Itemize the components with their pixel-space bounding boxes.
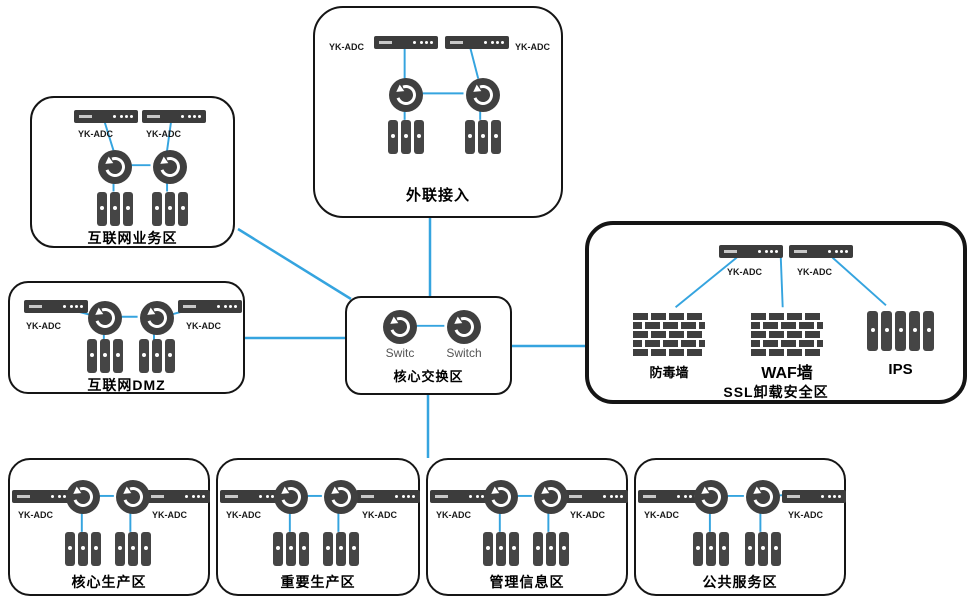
server-group-icon xyxy=(693,532,729,566)
adc-device-label: YK-ADC xyxy=(226,510,261,520)
adc-device-label: YK-ADC xyxy=(797,267,832,277)
switch-icon xyxy=(447,310,481,344)
zone-public-service: YK-ADC YK-ADC 公共服务区 xyxy=(634,458,846,596)
waf-wall-icon xyxy=(751,313,823,356)
server-group-icon xyxy=(273,532,309,566)
load-balancer-icon xyxy=(153,150,187,184)
zone-management-info: YK-ADC YK-ADC 管理信息区 xyxy=(426,458,628,596)
adc-appliance-icon xyxy=(782,490,846,503)
load-balancer-icon xyxy=(534,480,568,514)
antivirus-wall-label: 防毒墙 xyxy=(649,365,689,380)
adc-device-label: YK-ADC xyxy=(727,267,762,277)
zone-ssl-offload: YK-ADC YK-ADC 防毒墙 WAF墙 IPS SSL卸载安全区 xyxy=(585,221,967,404)
adc-device-label: YK-ADC xyxy=(515,42,550,52)
adc-appliance-icon xyxy=(719,245,783,258)
zone-external-access: YK-ADC YK-ADC 外联接入 xyxy=(313,6,563,218)
load-balancer-icon xyxy=(66,480,100,514)
load-balancer-icon xyxy=(116,480,150,514)
switch-icon xyxy=(383,310,417,344)
server-group-icon xyxy=(745,532,781,566)
load-balancer-icon xyxy=(466,78,500,112)
adc-appliance-icon xyxy=(638,490,702,503)
zone-label: 公共服务区 xyxy=(702,574,778,590)
ips-label: IPS xyxy=(888,361,913,378)
adc-device-label: YK-ADC xyxy=(570,510,605,520)
load-balancer-icon xyxy=(88,301,122,335)
load-balancer-icon xyxy=(389,78,423,112)
zone-internet-business: YK-ADC YK-ADC 互联网业务区 xyxy=(30,96,235,248)
zone-label: 核心生产区 xyxy=(71,574,147,590)
server-group-icon xyxy=(115,532,151,566)
load-balancer-icon xyxy=(694,480,728,514)
server-group-icon xyxy=(87,339,123,373)
server-group-icon xyxy=(65,532,101,566)
antivirus-wall-icon xyxy=(633,313,705,356)
server-group-icon xyxy=(465,120,501,154)
zone-core-production: YK-ADC YK-ADC 核心生产区 xyxy=(8,458,210,596)
adc-device-label: YK-ADC xyxy=(26,321,61,331)
adc-device-label: YK-ADC xyxy=(78,129,113,139)
zone-internet-dmz: YK-ADC YK-ADC 互联网DMZ xyxy=(8,281,245,394)
switch-label: Switch xyxy=(446,346,482,360)
adc-appliance-icon xyxy=(445,36,509,49)
load-balancer-icon xyxy=(324,480,358,514)
server-group-icon xyxy=(483,532,519,566)
zone-label: 互联网DMZ xyxy=(87,377,166,393)
adc-appliance-icon xyxy=(178,300,242,313)
zone-core-switch: Switc Switch 核心交换区 xyxy=(345,296,512,395)
server-group-icon xyxy=(388,120,424,154)
load-balancer-icon xyxy=(274,480,308,514)
adc-appliance-icon xyxy=(146,490,210,503)
load-balancer-icon xyxy=(746,480,780,514)
adc-appliance-icon xyxy=(564,490,628,503)
server-group-icon xyxy=(323,532,359,566)
server-group-icon xyxy=(139,339,175,373)
adc-device-label: YK-ADC xyxy=(436,510,471,520)
adc-device-label: YK-ADC xyxy=(788,510,823,520)
load-balancer-icon xyxy=(140,301,174,335)
adc-device-label: YK-ADC xyxy=(644,510,679,520)
adc-device-label: YK-ADC xyxy=(146,129,181,139)
server-group-icon xyxy=(533,532,569,566)
adc-appliance-icon xyxy=(356,490,420,503)
zone-label: SSL卸载安全区 xyxy=(723,384,829,400)
switch-label: Switc xyxy=(385,346,415,360)
zone-label: 重要生产区 xyxy=(280,574,356,590)
adc-appliance-icon xyxy=(74,110,138,123)
ips-server-icon xyxy=(867,311,934,351)
zone-label: 核心交换区 xyxy=(393,369,464,384)
adc-device-label: YK-ADC xyxy=(329,42,364,52)
load-balancer-icon xyxy=(98,150,132,184)
adc-device-label: YK-ADC xyxy=(152,510,187,520)
adc-appliance-icon xyxy=(789,245,853,258)
adc-appliance-icon xyxy=(24,300,88,313)
server-group-icon xyxy=(152,192,188,226)
waf-wall-label: WAF墙 xyxy=(761,365,813,382)
zone-label: 管理信息区 xyxy=(489,574,565,590)
adc-device-label: YK-ADC xyxy=(362,510,397,520)
zone-label: 外联接入 xyxy=(405,187,470,204)
server-group-icon xyxy=(97,192,133,226)
zone-label: 互联网业务区 xyxy=(87,230,178,246)
load-balancer-icon xyxy=(484,480,518,514)
zone-important-production: YK-ADC YK-ADC 重要生产区 xyxy=(216,458,420,596)
adc-appliance-icon xyxy=(142,110,206,123)
adc-device-label: YK-ADC xyxy=(18,510,53,520)
adc-device-label: YK-ADC xyxy=(186,321,221,331)
adc-appliance-icon xyxy=(374,36,438,49)
